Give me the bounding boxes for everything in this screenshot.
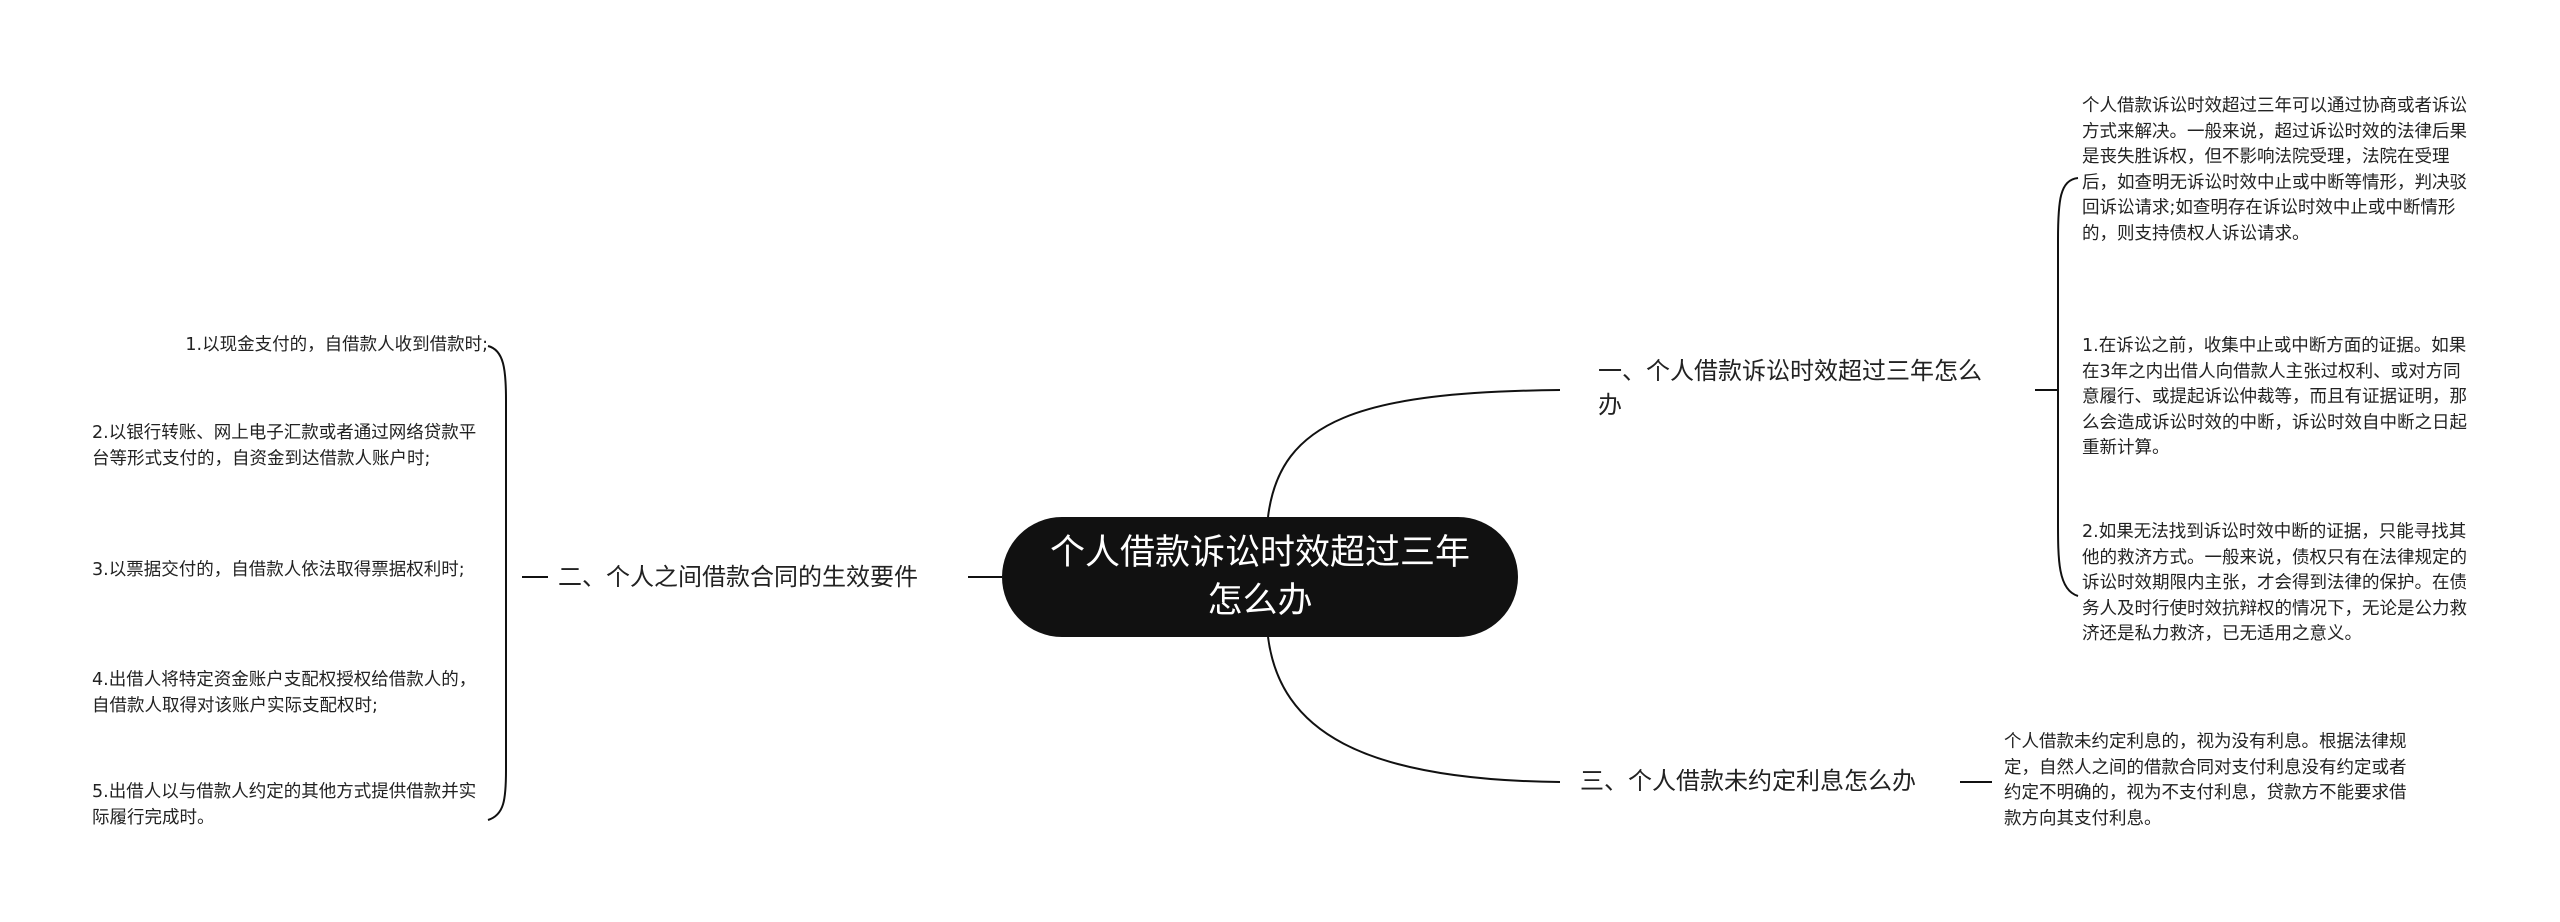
branch-1-detail-3: 2.如果无法找到诉讼时效中断的证据，只能寻找其他的救济方式。一般来说，债权只有在… (2082, 522, 2467, 644)
branch-2-detail-3: 3.以票据交付的，自借款人依法取得票据权利时; (92, 560, 465, 580)
branch-1-detail-1: 个人借款诉讼时效超过三年可以通过协商或者诉讼方式来解决。一般来说，超过诉讼时效的… (2082, 96, 2467, 244)
branch-2-detail-5: 5.出借人以与借款人约定的其他方式提供借款并实际履行完成时。 (92, 782, 477, 828)
branch-1-detail-2: 1.在诉讼之前，收集中止或中断方面的证据。如果在3年之内出借人向借款人主张过权利… (2082, 336, 2467, 458)
branch-1-label: 一、个人借款诉讼时效超过三年怎么办 (1598, 357, 1982, 419)
connector-center-b1 (1267, 389, 1561, 518)
branch-2-detail-2: 2.以银行转账、网上电子汇款或者通过网络贷款平台等形式支付的，自资金到达借款人账… (92, 423, 477, 469)
branch-3-label: 三、个人借款未约定利息怎么办 (1580, 767, 1916, 795)
central-topic[interactable]: 个人借款诉讼时效超过三年怎么办 (1002, 517, 1518, 637)
branch-3-topic[interactable]: 三、个人借款未约定利息怎么办 (1580, 764, 1960, 798)
branch-2-detail-1: 1.以现金支付的，自借款人收到借款时; (185, 335, 488, 355)
branch-1-topic[interactable]: 一、个人借款诉讼时效超过三年怎么办 (1598, 354, 2003, 422)
branch-2-topic[interactable]: 二、个人之间借款合同的生效要件 (558, 560, 968, 594)
branch-2-detail-4: 4.出借人将特定资金账户支配权授权给借款人的，自借款人取得对该账户实际支配权时; (92, 670, 477, 716)
branch-3-detail-1: 个人借款未约定利息的，视为没有利息。根据法律规定，自然人之间的借款合同对支付利息… (2004, 732, 2407, 829)
connector-center-b3 (1267, 636, 1561, 783)
branch-2-label: 二、个人之间借款合同的生效要件 (558, 563, 918, 591)
bracket-b2 (487, 345, 507, 821)
central-topic-label: 个人借款诉讼时效超过三年怎么办 (1049, 533, 1470, 621)
bracket-b1 (2057, 177, 2079, 597)
